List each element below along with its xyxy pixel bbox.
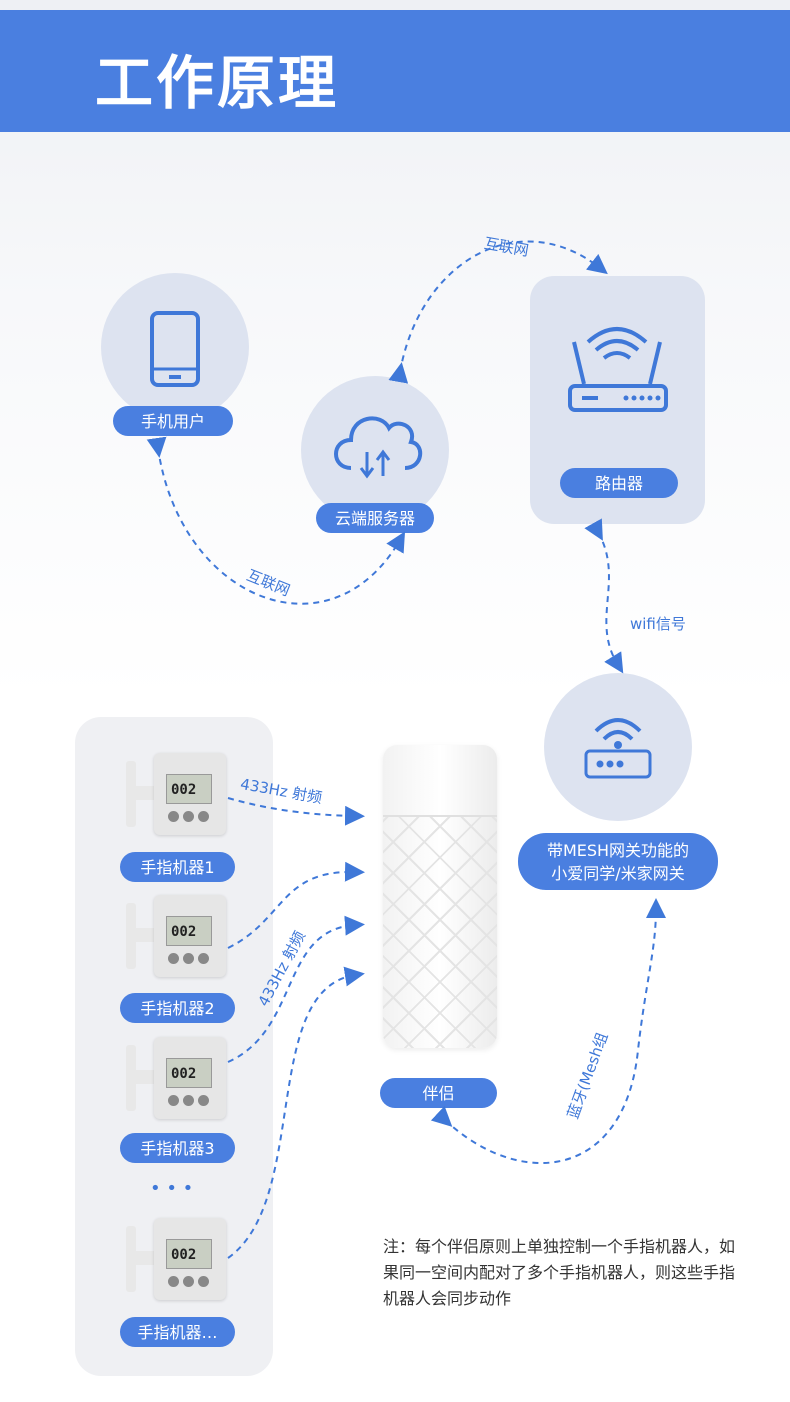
gateway-node <box>544 673 692 821</box>
device-screen: 002 <box>166 1239 212 1269</box>
gateway-label-line2: 小爱同学/米家网关 <box>551 863 685 883</box>
wifi-label: wifi信号 <box>630 615 686 633</box>
gateway-icon <box>584 718 652 779</box>
gateway-label: 带MESH网关功能的 小爱同学/米家网关 <box>518 833 718 890</box>
device-screen: 002 <box>166 916 212 946</box>
phone-user-label: 手机用户 <box>113 406 233 436</box>
finger-robot-device: 002 <box>122 1037 232 1121</box>
finger-robot-device: 002 <box>122 753 232 837</box>
header-banner <box>0 10 790 132</box>
router-label: 路由器 <box>560 468 678 498</box>
device-screen: 002 <box>166 774 212 804</box>
link-rf-1 <box>227 797 365 826</box>
finger-robot-label: 手指机器… <box>120 1317 235 1347</box>
note-text: 注：每个伴侣原则上单独控制一个手指机器人，如果同一空间内配对了多个手指机器人，则… <box>383 1237 736 1308</box>
finger-robot-device: 002 <box>122 1218 232 1302</box>
finger-robot-label: 手指机器3 <box>120 1133 235 1163</box>
device-screen: 002 <box>166 1058 212 1088</box>
finger-robot-label: 手指机器2 <box>120 993 235 1023</box>
link-wifi <box>584 518 624 674</box>
link-bluetooth <box>430 898 666 1164</box>
link-internet-top <box>388 240 608 384</box>
page-title: 工作原理 <box>95 49 340 117</box>
phone-node <box>101 273 249 421</box>
finger-robot-device: 002 <box>122 895 232 979</box>
link-rf-3 <box>227 915 365 1063</box>
link-rf-4 <box>227 966 365 1259</box>
finger-robot-label: 手指机器1 <box>120 852 235 882</box>
gateway-label-line1: 带MESH网关功能的 <box>546 840 690 860</box>
phone-icon <box>150 311 200 387</box>
ellipsis: • • • <box>150 1178 194 1199</box>
link-internet-left <box>146 436 406 605</box>
